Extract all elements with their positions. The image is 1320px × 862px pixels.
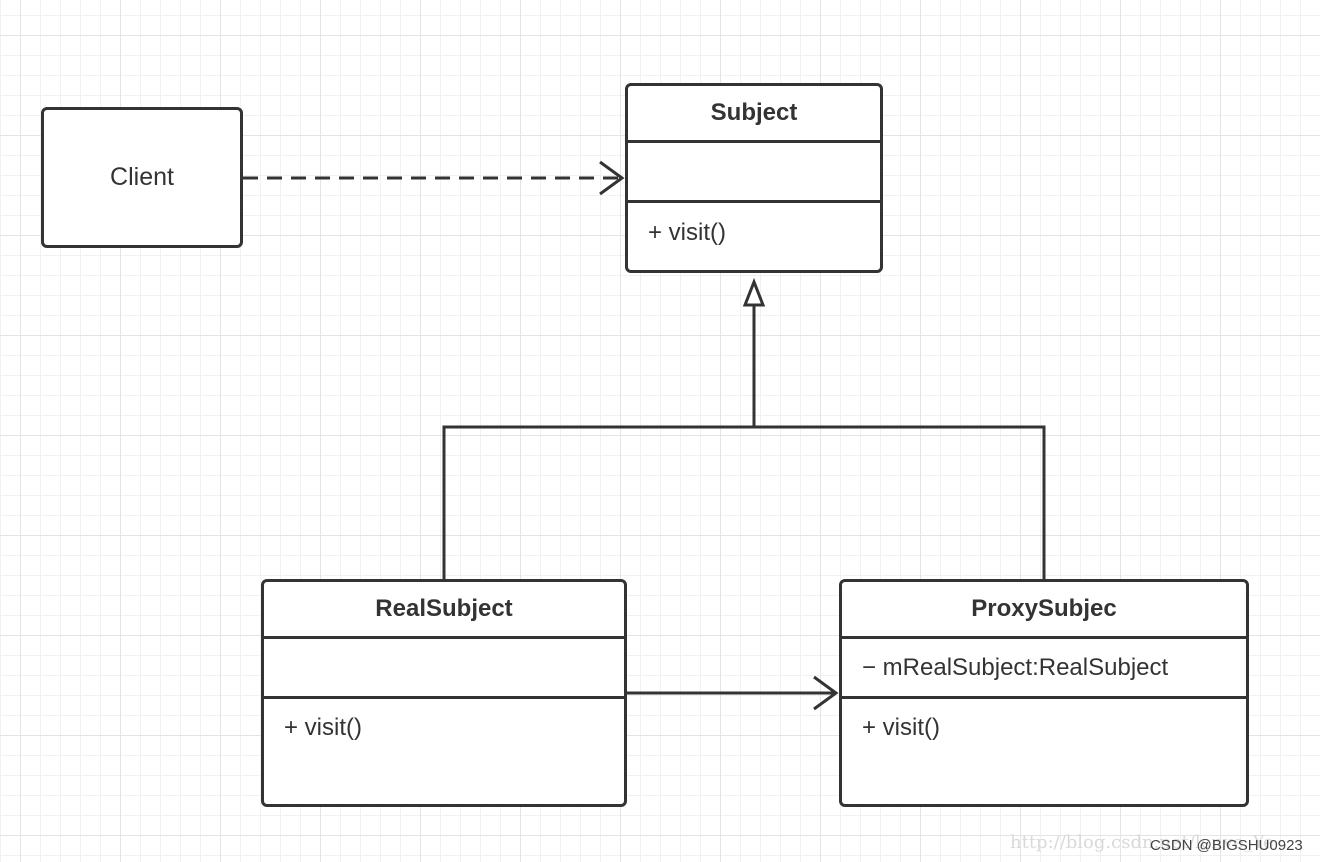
proxy-subject-method: + visit() (862, 714, 940, 741)
proxy-subject-class: ProxySubjec − mRealSubject:RealSubject +… (839, 579, 1249, 807)
subject-method: + visit() (648, 219, 726, 246)
proxy-subject-attributes-section: − mRealSubject:RealSubject (842, 639, 1246, 699)
proxy-subject-class-name: ProxySubjec (842, 582, 1246, 639)
watermark-url: http://blog.csdn.net/lenve_Ye (1010, 832, 1274, 853)
real-subject-method: + visit() (284, 714, 362, 741)
real-subject-attributes-section (264, 639, 624, 699)
association-arrowhead (813, 675, 839, 711)
real-subject-class: RealSubject + visit() (261, 579, 627, 807)
watermark-credit: CSDN @BIGSHU0923 (1150, 837, 1303, 854)
subject-methods-section: + visit() (628, 203, 880, 270)
real-subject-methods-section: + visit() (264, 699, 624, 804)
proxy-subject-attribute: − mRealSubject:RealSubject (862, 653, 1169, 681)
generalization-branch (442, 425, 1046, 580)
subject-class: Subject + visit() (625, 83, 883, 273)
proxy-subject-methods-section: + visit() (842, 699, 1246, 804)
dependency-arrowhead (599, 160, 625, 196)
generalization-triangle (742, 277, 766, 307)
real-subject-class-name: RealSubject (264, 582, 624, 639)
client-label: Client (110, 163, 174, 191)
client-box: Client (41, 107, 243, 248)
subject-attributes-section (628, 143, 880, 203)
subject-class-name: Subject (628, 86, 880, 143)
